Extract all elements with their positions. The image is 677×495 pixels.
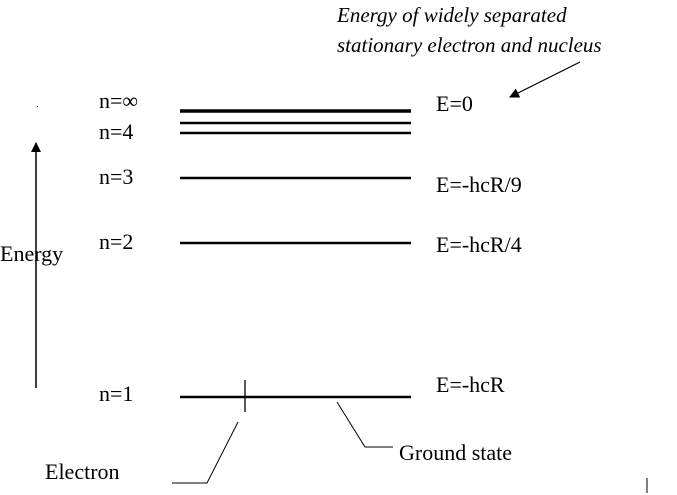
annotation-arrow xyxy=(509,61,581,98)
level-label-n3: n=3 xyxy=(99,164,134,189)
annotation-line-1: Energy of widely separated xyxy=(337,3,567,27)
electron-label: Electron xyxy=(45,459,120,484)
level-label-n-infinity: n=∞ xyxy=(99,88,139,113)
level-label-n1: n=1 xyxy=(99,381,134,406)
energy-label-n1: E=-hcR xyxy=(436,372,505,397)
energy-axis-label: Energy xyxy=(0,241,64,266)
ground-state-label: Ground state xyxy=(399,440,513,465)
electron-leader-line xyxy=(172,421,239,484)
energy-label-n3: E=-hcR/9 xyxy=(436,172,522,197)
annotation-line-2: stationary electron and nucleus xyxy=(337,33,602,57)
level-label-n4: n=4 xyxy=(99,119,134,144)
energy-label-n2: E=-hcR/4 xyxy=(436,232,522,257)
ground-state-leader-line xyxy=(336,401,393,448)
level-label-n2: n=2 xyxy=(99,229,134,254)
stray-dot xyxy=(37,106,38,107)
energy-label-n-infinity: E=0 xyxy=(436,91,473,116)
